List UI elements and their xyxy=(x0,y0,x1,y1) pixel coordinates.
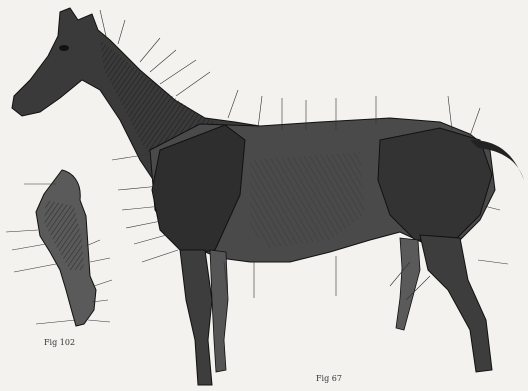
hind-leg-far xyxy=(396,238,420,330)
main-caption: Fig 67 xyxy=(316,374,342,383)
hind-leg-near xyxy=(420,235,492,372)
inset-forelimb xyxy=(6,170,112,326)
front-leg-far xyxy=(210,250,228,372)
front-leg-near xyxy=(180,250,212,385)
horse-eye xyxy=(59,45,69,51)
horse-figure xyxy=(12,8,524,385)
inset-caption: Fig 102 xyxy=(44,338,75,347)
